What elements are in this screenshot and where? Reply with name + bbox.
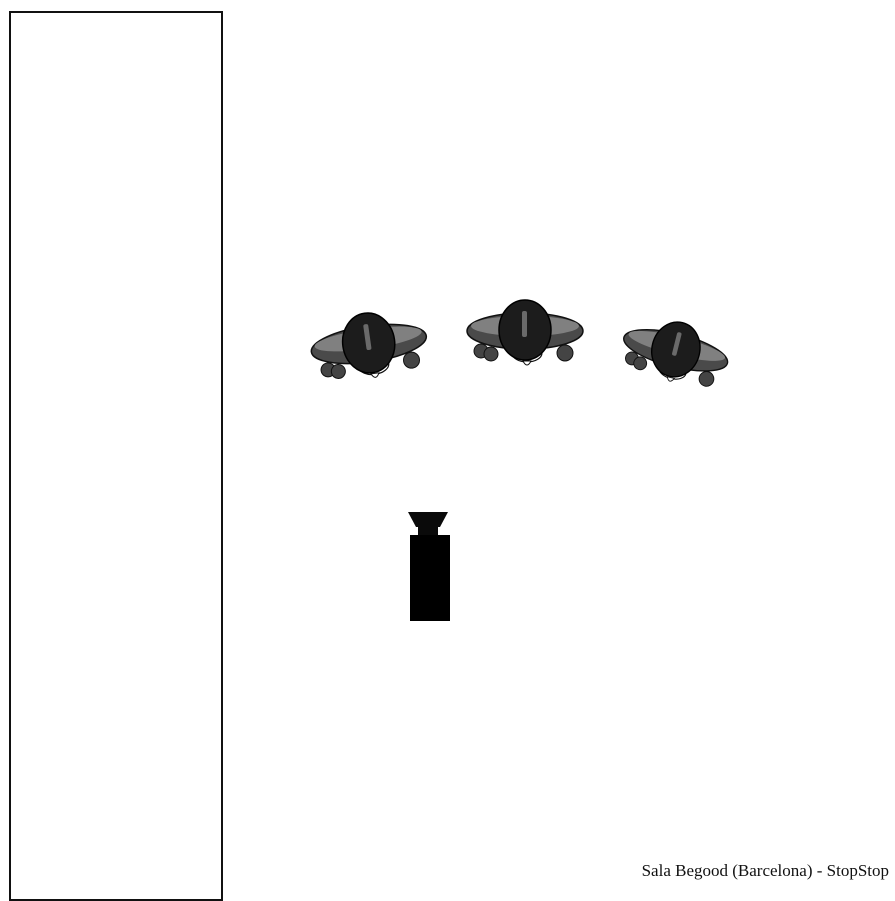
camera-tripod-icon <box>408 512 450 621</box>
performer-center <box>467 300 583 365</box>
performer-left <box>307 305 431 386</box>
performer-right <box>616 310 734 394</box>
venue-caption: Sala Begood (Barcelona) - StopStop <box>642 861 889 881</box>
